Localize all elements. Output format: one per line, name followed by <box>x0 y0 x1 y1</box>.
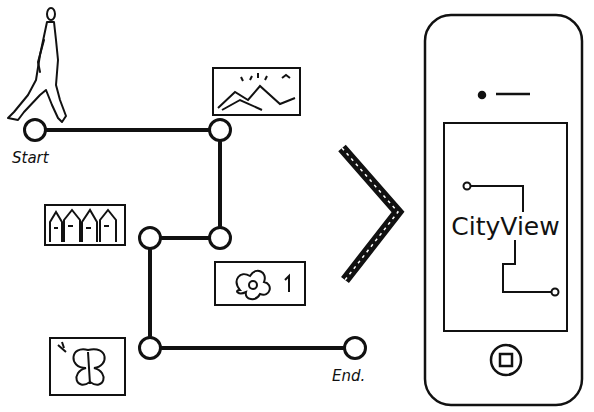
route-segment <box>47 128 208 132</box>
waypoint-circle <box>208 226 232 250</box>
route-segment <box>162 236 208 240</box>
butterfly-thumbnail <box>50 338 125 395</box>
houses-thumbnail <box>45 205 125 245</box>
waypoint-circle: End. <box>343 336 367 360</box>
phone-outline <box>425 15 582 405</box>
waypoint-label: End. <box>332 367 365 385</box>
waypoint-circle <box>138 226 162 250</box>
landscape-thumbnail <box>213 68 300 115</box>
app-name: CityView <box>445 212 566 241</box>
waypoint-circle: Start <box>23 118 47 142</box>
route-segment <box>162 346 343 350</box>
flower-thumbnail <box>215 262 305 305</box>
route-segment <box>148 250 152 336</box>
waypoint-label: Start <box>12 149 49 167</box>
walking-person <box>8 8 66 122</box>
waypoint-circle <box>208 118 232 142</box>
waypoint-circle <box>138 336 162 360</box>
route-segment <box>218 142 222 226</box>
transition-chevron <box>342 148 398 280</box>
phone-screen: CityView <box>443 122 568 332</box>
